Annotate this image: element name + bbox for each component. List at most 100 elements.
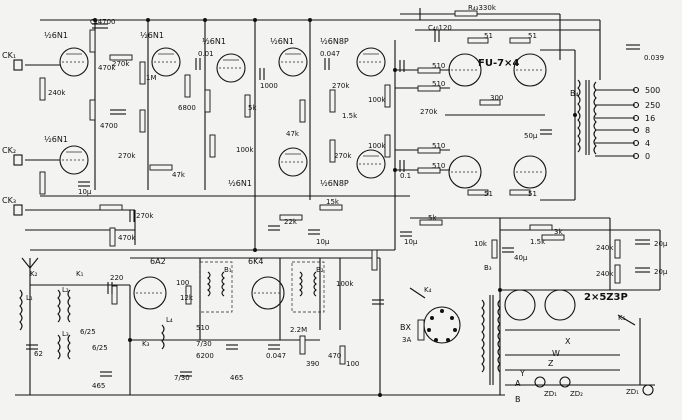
label-k1: K₁ [76, 270, 84, 278]
label-tube-6n8p-b: ½6N8P [320, 179, 349, 188]
label-c20u-2: 20μ [654, 268, 668, 276]
label-r100: 100 [176, 279, 189, 287]
label-c4700: C₄4700 [90, 18, 116, 26]
label-y: Y [519, 369, 525, 378]
label-l2: L₂ [62, 286, 69, 294]
label-r510-c: 510 [432, 142, 445, 150]
label-k4: K₄ [424, 286, 432, 294]
tube-6n1-upper-right [216, 53, 246, 83]
resistors [39, 10, 621, 365]
label-tube-6n1-b: ½6N1 [44, 135, 68, 144]
label-tube-6k4: 6K4 [248, 257, 263, 266]
label-r5k2: 5k [428, 214, 437, 222]
label-tube-6n1-f: ½6N1 [228, 179, 252, 188]
label-bx: BX [400, 323, 411, 332]
transformers [19, 79, 597, 385]
label-r12k: 12k [180, 294, 194, 302]
label-b: B [515, 395, 521, 404]
pilot-lamp-zd [642, 384, 654, 396]
label-r300: 300 [490, 94, 503, 102]
label-ck3: CK₃ [2, 196, 16, 205]
label-c0-047: 0.047 [320, 50, 340, 58]
tube-6n8p-lower [356, 149, 386, 179]
tube-5z3p-1 [504, 289, 536, 321]
label-r270k-2: 270k [118, 152, 136, 160]
label-r51-b: 51 [528, 32, 537, 40]
label-r100k-2: 100k [368, 96, 386, 104]
pilot-lamp-zd2 [559, 376, 571, 388]
label-r510-a: 510 [432, 62, 445, 70]
label-b2: B₂ [316, 266, 324, 274]
label-c510: 510 [196, 324, 209, 332]
if-transformer-b2 [291, 261, 325, 313]
label-c50u: 50μ [524, 132, 538, 140]
label-r470: 470 [328, 352, 341, 360]
label-r10k: 10k [474, 240, 488, 248]
label-c62: 62 [34, 350, 43, 358]
tube-6n1-mid [278, 47, 308, 77]
input-jack-ck3 [13, 204, 23, 216]
label-l1: L₁ [26, 294, 33, 302]
label-r2-2m: 2.2M [290, 326, 307, 334]
label-c465: 465 [92, 382, 105, 390]
label-k3: K₃ [142, 340, 150, 348]
tube-5z3p-2 [544, 289, 576, 321]
label-r240k-2: 240k [596, 244, 614, 252]
label-l4: L₄ [166, 316, 173, 324]
label-r51-a: 51 [484, 32, 493, 40]
power-transformer [481, 295, 501, 385]
label-tube-6n1-e: ½6N1 [270, 37, 294, 46]
label-zd2: ZD₂ [570, 390, 583, 398]
label-zd1: ZD₁ [544, 390, 557, 398]
label-r510-b: 510 [432, 80, 445, 88]
tube-fu7-2 [513, 53, 547, 87]
label-c6-25-2: 6/25 [92, 344, 108, 352]
label-r270k: 270k [112, 60, 130, 68]
label-ck1: CK₁ [2, 51, 16, 60]
label-r390: 390 [306, 360, 319, 368]
label-c20u: 20μ [654, 240, 668, 248]
label-tube-fu7: FU-7×4 [478, 58, 519, 69]
tube-6k4 [251, 276, 285, 310]
label-b3: B₃ [484, 264, 492, 272]
label-r1m: 1M [146, 74, 157, 82]
label-tube-5z3p: 2×5Z3P [584, 292, 628, 303]
power-supply [409, 287, 654, 396]
junctions [93, 18, 577, 397]
label-c100: 100 [346, 360, 359, 368]
tube-6n8p-upper [356, 47, 386, 77]
label-c10u: 10μ [78, 188, 92, 196]
label-r15k: 15k [326, 198, 340, 206]
label-out-500: 500 [645, 86, 660, 95]
input-jacks [13, 59, 39, 285]
label-c0-039: 0.039 [644, 54, 664, 62]
label-c6800: 6800 [178, 104, 196, 112]
tube-fu7-1 [448, 53, 482, 87]
label-r5k: 5k [248, 104, 257, 112]
pilot-lamp-zd1 [534, 376, 546, 388]
label-r510-d: 510 [432, 162, 445, 170]
label-zd: ZD₁ [626, 388, 639, 396]
tube-fu7-3 [448, 155, 482, 189]
tube-6n1-lower-left [59, 145, 89, 175]
label-x: X [565, 337, 571, 346]
label-c120: C₄₀120 [428, 24, 452, 32]
tube-6a2 [133, 276, 167, 310]
label-r240k-3: 240k [596, 270, 614, 278]
label-r270k-3: 270k [332, 82, 350, 90]
label-z: Z [548, 359, 554, 368]
label-c7-30-2: 7/30 [174, 374, 190, 382]
label-c220: 220 [110, 274, 123, 282]
label-tube-6n1-c: ½6N1 [140, 31, 164, 40]
label-out-4: 4 [645, 139, 650, 148]
label-ck2: CK₂ [2, 146, 16, 155]
label-r470k-2: 470k [118, 234, 136, 242]
label-r100k-3: 100k [368, 142, 386, 150]
label-out-0: 0 [645, 152, 650, 161]
label-k2: K₂ [30, 270, 38, 278]
label-w: W [552, 349, 560, 358]
label-out-16: 16 [645, 114, 655, 123]
label-c0-01: 0.01 [198, 50, 214, 58]
label-r240k: 240k [48, 89, 66, 97]
label-c4700b: 4700 [100, 122, 118, 130]
